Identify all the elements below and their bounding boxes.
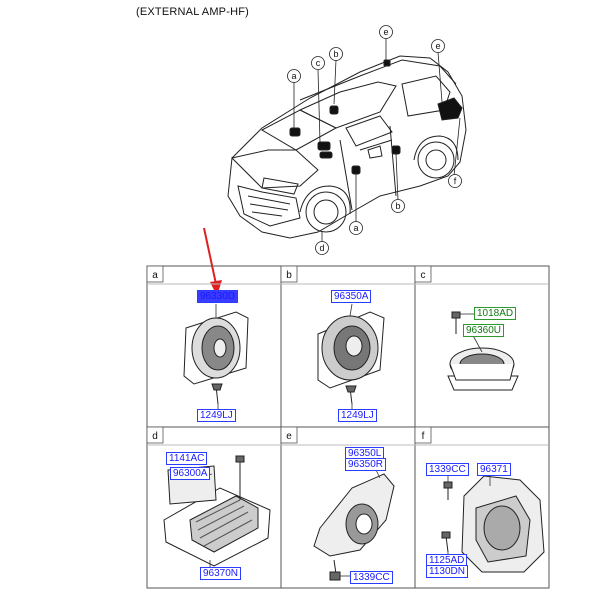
part-label-a-top[interactable]: 96330D bbox=[197, 290, 239, 303]
callout-a-bottom: a bbox=[353, 223, 358, 233]
callout-c-top: c bbox=[316, 58, 321, 68]
callout-f: f bbox=[454, 176, 457, 186]
callout-a-top: a bbox=[291, 71, 296, 81]
callout-d: d bbox=[319, 243, 324, 253]
callout-circles bbox=[287, 25, 462, 255]
part-label-c-mid[interactable]: 96360U bbox=[463, 324, 505, 337]
part-label-d-2[interactable]: 96300A bbox=[170, 467, 211, 480]
cell-c-letter: c bbox=[421, 270, 426, 281]
part-label-e-bottom[interactable]: 1339CC bbox=[350, 571, 393, 584]
part-label-d-1[interactable]: 1141AC bbox=[166, 452, 208, 465]
cell-d-letter: d bbox=[152, 431, 158, 442]
part-label-f-4[interactable]: 1130DN bbox=[426, 565, 468, 578]
bolt-label-c[interactable]: 1018AD bbox=[474, 307, 517, 320]
callout-b-top: b bbox=[333, 49, 338, 59]
part-label-f-2[interactable]: 96371 bbox=[477, 463, 511, 476]
callout-b-bottom: b bbox=[395, 201, 400, 211]
part-label-f-1[interactable]: 1339CC bbox=[426, 463, 469, 476]
part-label-e-2[interactable]: 96350R bbox=[345, 458, 387, 471]
cell-f-letter: f bbox=[422, 431, 425, 442]
bracket-e-drawing bbox=[313, 473, 395, 581]
part-label-d-bottom[interactable]: 96370N bbox=[200, 567, 242, 580]
part-label-a-bottom[interactable]: 1249LJ bbox=[197, 409, 236, 422]
subwoofer-f-drawing bbox=[441, 475, 545, 573]
cell-e-letter: e bbox=[286, 431, 292, 442]
amplifier-d-drawing bbox=[163, 455, 271, 567]
part-label-b-bottom[interactable]: 1249LJ bbox=[338, 409, 377, 422]
speaker-a-drawing bbox=[183, 311, 249, 405]
callout-leaders bbox=[293, 38, 461, 242]
cell-b-letter: b bbox=[286, 270, 292, 281]
speaker-b-drawing bbox=[317, 311, 385, 405]
car-illustration bbox=[227, 55, 467, 239]
red-arrow-icon bbox=[203, 227, 222, 296]
cell-a-letter: a bbox=[152, 270, 158, 281]
callout-e-right: e bbox=[435, 41, 440, 51]
part-label-b-top[interactable]: 96350A bbox=[331, 290, 372, 303]
callout-e-top: e bbox=[383, 27, 388, 37]
diagram-title: (EXTERNAL AMP-HF) bbox=[136, 6, 250, 18]
speaker-c-drawing bbox=[447, 311, 519, 391]
